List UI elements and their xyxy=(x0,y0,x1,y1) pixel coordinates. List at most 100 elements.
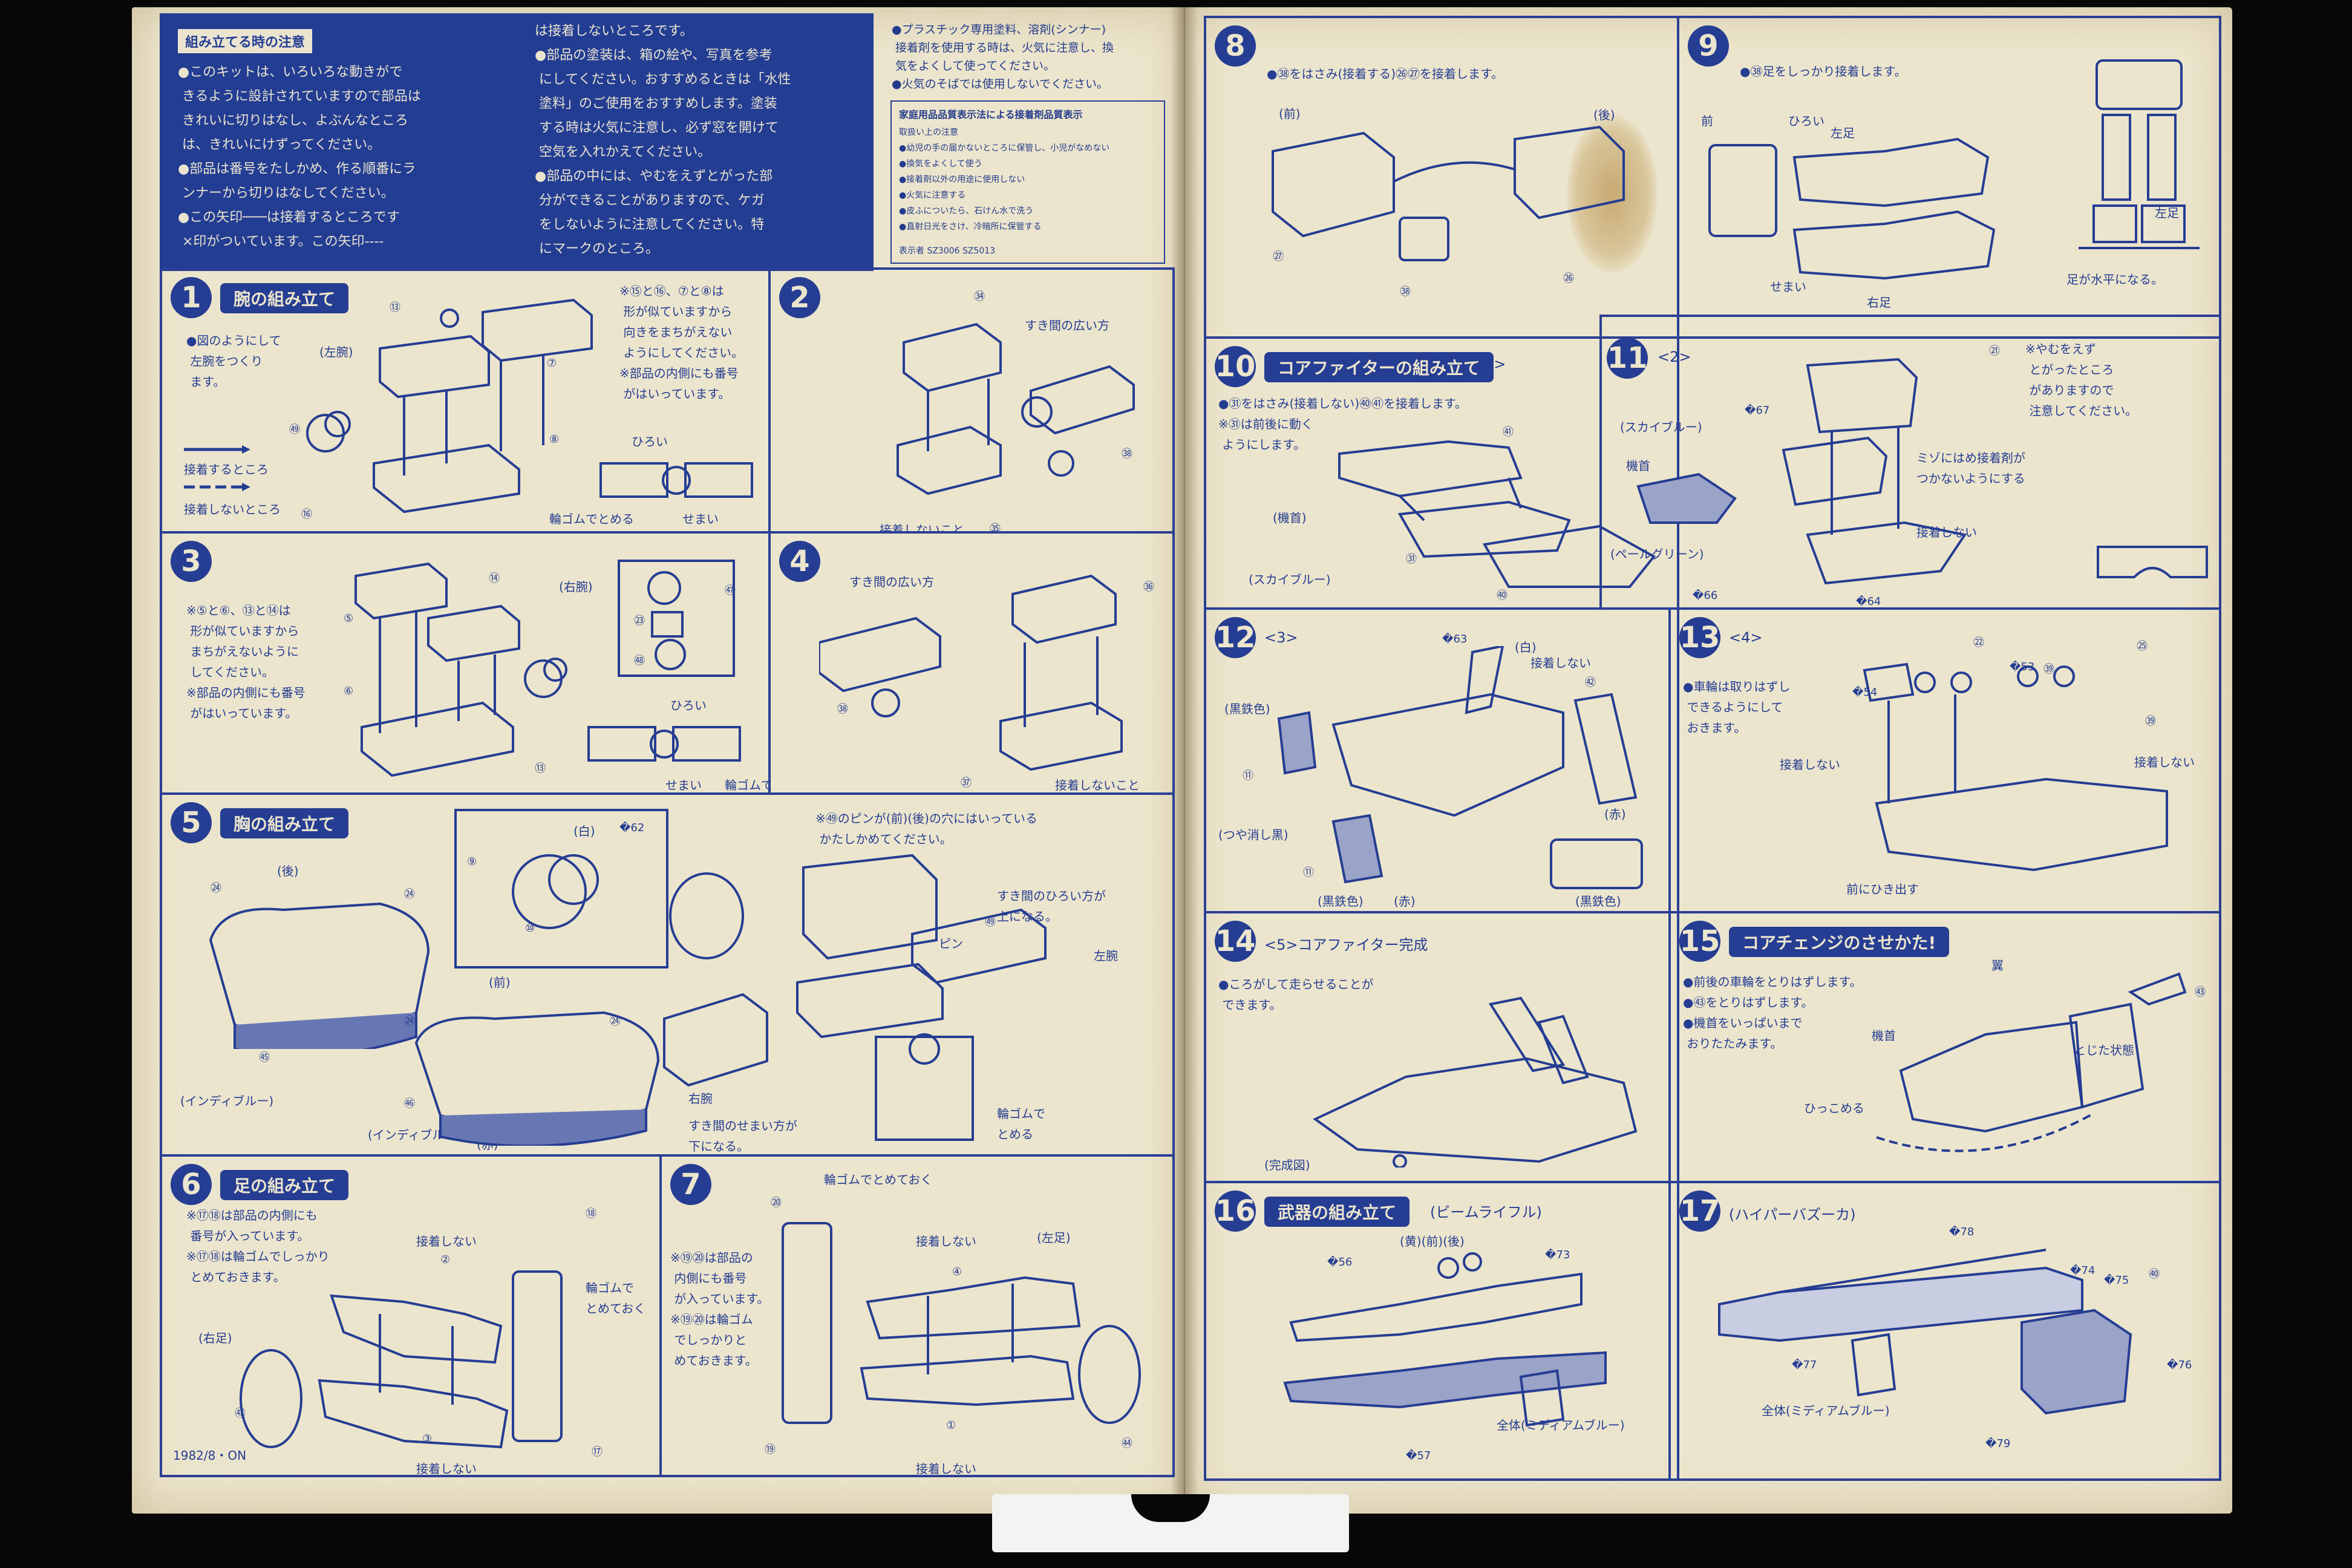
step-7-panel: 7 輪ゴムでとめておく 接着しない (左足) ※⑲⑳は部品の 内側にも番号 が入… xyxy=(659,1154,1175,1477)
part-number: �66 xyxy=(1693,589,1718,602)
part-number: ⑥ xyxy=(344,685,354,697)
no-glue-label-2: 接着しない xyxy=(916,1462,976,1476)
hatch-detail-diagram xyxy=(2092,523,2213,589)
part-number: ㉛ xyxy=(1406,553,1417,566)
part-number: ㉓ xyxy=(634,615,645,627)
part-number: �53 xyxy=(2010,661,2035,673)
step-number: 2 xyxy=(779,277,820,318)
part-number: �73 xyxy=(1545,1249,1570,1261)
front-label: 前 xyxy=(1701,114,1713,128)
rubber-band-label: 輪ゴムでとめておく xyxy=(824,1172,933,1187)
back-label: (後) xyxy=(277,864,299,878)
arm-gap-diagram xyxy=(598,451,755,506)
step-15-panel: 15 コアチェンジのさせかた! ●前後の車輪をとりはずします。 ●㊸をとりはずし… xyxy=(1668,911,2221,1183)
part-number: ㉔ xyxy=(404,888,415,901)
adhesive-quality-box: 家庭用品品質表示法による接着剤品質表示 取扱い上の注意 ●幼児の手の届かないとこ… xyxy=(890,100,1165,264)
white-label: (白) xyxy=(1515,640,1537,655)
step-note: ※⑤と⑥、⑬と⑭は 形が似ていますから まちがえないように してください。 ※部… xyxy=(186,603,305,720)
part-number: ㊻ xyxy=(404,1097,415,1110)
print-code: 1982/8・ON xyxy=(173,1448,247,1463)
step-title: 足の組み立て xyxy=(220,1170,349,1200)
page-fold xyxy=(1171,7,1198,1514)
part-number: ㉕ xyxy=(2137,640,2148,653)
sky-blue-label: (スカイブルー) xyxy=(1249,572,1331,587)
part-number: ④ xyxy=(952,1266,962,1278)
part-number: ⑧ xyxy=(549,433,560,446)
hyper-bazooka-diagram xyxy=(1707,1232,2203,1449)
part-number: ㉔ xyxy=(211,882,221,895)
step-title: コアファイターの組み立て xyxy=(1264,352,1494,382)
narrow-label: せまい xyxy=(1770,279,1806,294)
right-leg-label: 右足 xyxy=(1867,295,1891,310)
step-number: 1 xyxy=(171,277,212,318)
matte-black-label: (つや消し黒) xyxy=(1218,828,1289,842)
step-subtitle: (ビームライフル) xyxy=(1430,1204,1542,1221)
part-number: ㉒ xyxy=(1973,636,1984,649)
sky-blue-label: (スカイブルー) xyxy=(1620,420,1702,434)
nose-label: 機首 xyxy=(1872,1028,1896,1043)
rubber-band-label: 輪ゴムでとめる xyxy=(725,778,768,792)
leg-standing-diagram xyxy=(2079,54,2200,266)
indy-blue-label: (インディブルー) xyxy=(180,1094,274,1108)
step-2-panel: 2 すき間の広い方 接着しないこと ㉞ ㊳ ㉟ xyxy=(768,267,1175,534)
step-subtitle: <1> xyxy=(1472,356,1506,373)
part-number: ⑰ xyxy=(592,1446,603,1459)
part-number: ⑬ xyxy=(390,301,400,314)
instruction-sheet-right-page xyxy=(1184,7,2232,1514)
step-note: ●㉛をはさみ(接着しない)㊵㊶を接着します。 ※㉛は前後に動く ようにします。 xyxy=(1218,396,1468,452)
wide-label: ひろい xyxy=(632,434,668,449)
step-note: ●㊳をはさみ(接着する)㉖㉗を接着します。 xyxy=(1267,67,1504,81)
back-label: (後) xyxy=(1593,108,1615,122)
step-9-panel: 9 ●㊳足をしっかり接着します。 前 ひろい 左足 せまい 右足 足が水平になる… xyxy=(1677,16,2221,339)
step-subtitle: <3> xyxy=(1264,629,1298,646)
left-leg-label-2: 左足 xyxy=(2155,206,2179,220)
no-glue-label-2: 接着しない xyxy=(416,1462,477,1476)
part-number: ㉟ xyxy=(990,523,1001,534)
waist-assembly-diagram xyxy=(1261,115,1636,290)
chest-back-diagram xyxy=(198,867,452,1049)
wide-label: ひろい xyxy=(670,698,707,713)
step-number: 16 xyxy=(1215,1191,1256,1232)
step-note: ※⑲⑳は部品の 内側にも番号 が入っています。 ※⑲⑳は輪ゴム でしっかりと め… xyxy=(670,1250,769,1368)
step-note: ※やむをえず とがったところ がありますので 注意してください。 xyxy=(2025,342,2138,418)
part-number: ③ xyxy=(422,1432,433,1445)
gunmetal-label-3: (黒鉄色) xyxy=(1575,894,1621,909)
retract-label: ひっこめる xyxy=(1804,1101,1864,1116)
no-glue-label-2: 接着しない xyxy=(2134,755,2195,769)
step-subtitle: <2> xyxy=(1658,348,1691,365)
part-number: ② xyxy=(440,1253,451,1266)
left-leg-label: 左足 xyxy=(1831,126,1855,140)
step-title: 胸の組み立て xyxy=(220,808,349,838)
caution-column-2: は接着しないところです。 ●部品の塗装は、箱の絵や、写真を参考 にしてください。… xyxy=(535,24,791,256)
cockpit-assembly-diagram xyxy=(1626,353,2025,607)
part-number: ㊾ xyxy=(289,423,300,436)
assembly-caution-box: 組み立てる時の注意 ●このキットは、いろいろな動きがで きるように設計されていま… xyxy=(160,13,874,271)
nose-label: (機首) xyxy=(1273,511,1307,525)
core-fighter-complete-diagram xyxy=(1309,986,1648,1168)
part-number: �78 xyxy=(1949,1226,1975,1238)
glue-arrow-icon xyxy=(184,445,250,454)
step-number: 8 xyxy=(1215,25,1256,67)
caution-column-1: ●このキットは、いろいろな動きがで きるように設計されていますので部品は きれい… xyxy=(178,65,421,249)
part-number: ㊹ xyxy=(1122,1437,1132,1450)
part-number: �62 xyxy=(619,822,645,834)
red-label: (赤) xyxy=(1604,807,1626,822)
right-arm-label: (右腕) xyxy=(559,580,593,594)
gap-up-label: すき間のひろい方が 上になる。 xyxy=(997,889,1106,924)
part-number: ㊴ xyxy=(2043,663,2054,676)
chest-front-diagram xyxy=(404,995,682,1146)
step-number: 13 xyxy=(1679,617,1720,658)
step-4-panel: 4 すき間の広い方 接着しないこと ㊳ ㊱ ㊲ xyxy=(768,531,1175,795)
caution-title: 組み立てる時の注意 xyxy=(178,29,313,53)
no-glue-label: 接着しないこと xyxy=(1055,778,1140,792)
rubber-band-label: 輪ゴムでとめる xyxy=(549,512,634,526)
no-glue-legend: 接着しないところ xyxy=(184,502,281,517)
part-number: ㊲ xyxy=(961,777,972,789)
part-number: ⑭ xyxy=(489,572,500,585)
step-note: ●図のようにして 左腕をつくり ます。 xyxy=(186,333,281,389)
step-3-panel: 3 ※⑤と⑥、⑬と⑭は 形が似ていますから まちがえないように してください。 … xyxy=(160,531,771,795)
part-number: ㊱ xyxy=(1143,581,1154,593)
part-number: ㊳ xyxy=(1400,286,1411,298)
part-number: �74 xyxy=(2070,1264,2096,1277)
step-note: ●ころがして走らせることが できます。 xyxy=(1218,977,1374,1012)
